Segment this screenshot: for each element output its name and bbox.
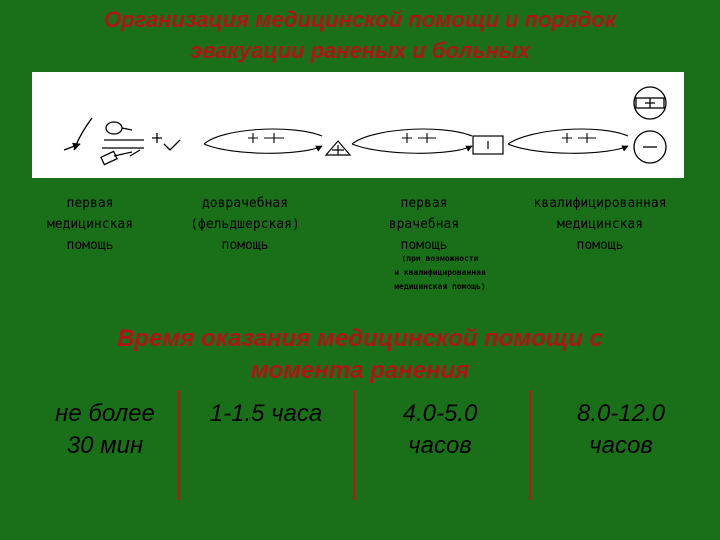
hospital-symbols — [633, 86, 667, 164]
triangle-cross — [332, 145, 344, 155]
stage-qualified-aid: квалифицированная медицинская помощь — [510, 193, 690, 256]
stage-line-3: помощь — [66, 238, 114, 253]
evacuation-diagram-svg — [63, 86, 667, 166]
time-first-doctor-aid: 4.0-5.0 часов — [370, 398, 510, 462]
stage-line-3: помощь — [221, 238, 269, 253]
time-line-2: часов — [408, 432, 472, 459]
route-2-cross-marks — [402, 133, 436, 143]
stage-line-3: помощь — [400, 238, 448, 253]
stage-line-1: первая — [400, 196, 448, 211]
divider-line-3 — [529, 390, 531, 500]
time-heading-line-2: момента ранения — [250, 357, 470, 384]
route-1-cross-marks — [248, 133, 284, 143]
divider-line-1 — [178, 390, 180, 500]
feldsher-post-symbol — [324, 140, 352, 156]
divider-line-2 — [353, 390, 355, 500]
cross-mark — [152, 133, 162, 143]
time-line-1: 1-1.5 часа — [209, 400, 323, 427]
route-3-upper-curve — [507, 128, 629, 145]
stage-line-2: медицинская — [556, 217, 644, 232]
wounded-arm — [121, 127, 133, 131]
circle-cross-icon — [633, 86, 667, 120]
time-line-1: 4.0-5.0 — [402, 400, 478, 427]
note-line-3: медицинская помощь) — [394, 282, 486, 291]
stage-first-aid: первая медицинская помощь — [24, 193, 156, 256]
wounded-head — [105, 121, 123, 135]
evacuation-diagram — [32, 72, 684, 178]
bandage-pack — [100, 150, 118, 166]
stage-line-2: врачебная — [388, 217, 460, 232]
stage-note: (при возможности и квалифицированная мед… — [356, 252, 524, 294]
time-heading-line-1: Время оказания медицинской помощи с — [117, 325, 603, 352]
time-line-1: 8.0-12.0 — [576, 400, 666, 427]
time-line-2: 30 мин — [66, 432, 144, 459]
route-3-lower-curve — [507, 143, 629, 154]
route-1-upper-curve — [203, 128, 323, 145]
stage-line-1: квалифицированная — [533, 196, 667, 211]
stage-first-doctor-aid: первая врачебная помощь — [362, 193, 486, 256]
page-title: Организация медицинской помощи и порядок… — [0, 4, 720, 66]
check-mark — [163, 139, 181, 151]
evacuation-route-2 — [351, 128, 473, 154]
scene-arrow-left — [63, 142, 81, 151]
time-line-2: часов — [589, 432, 653, 459]
doctor-post-symbol — [472, 135, 504, 155]
time-first-aid: не более 30 мин — [38, 398, 172, 462]
time-heading: Время оказания медицинской помощи с моме… — [0, 323, 720, 387]
bandage-line — [113, 151, 133, 157]
route-2-upper-curve — [351, 128, 473, 145]
note-line-2: и квалифицированная — [394, 268, 486, 277]
title-line-2: эвакуации раненых и больных — [190, 38, 530, 63]
circle-cross-mark — [645, 98, 655, 108]
stage-line-3: помощь — [576, 238, 624, 253]
title-line-1: Организация медицинской помощи и порядок — [104, 7, 616, 32]
stage-line-1: доврачебная — [201, 196, 289, 211]
route-1-lower-curve — [203, 143, 323, 154]
route-3-cross-marks — [562, 133, 596, 143]
stage-prehospital-aid: доврачебная (фельдшерская) помощь — [170, 193, 320, 256]
time-prehospital-aid: 1-1.5 часа — [186, 398, 346, 430]
time-line-1: не более — [55, 400, 155, 427]
evacuation-route-3 — [507, 128, 629, 154]
circle-minus-icon — [633, 130, 667, 164]
note-line-1: (при возможности — [401, 254, 479, 263]
stage-line-1: первая — [66, 196, 114, 211]
battlefield-scene — [63, 117, 181, 166]
evacuation-route-1 — [203, 128, 323, 154]
tool-line — [129, 149, 141, 157]
time-qualified-aid: 8.0-12.0 часов — [548, 398, 694, 462]
stage-line-2: медицинская — [46, 217, 134, 232]
route-2-lower-curve — [351, 143, 473, 154]
stage-line-2: (фельдшерская) — [190, 217, 300, 232]
square-icon — [472, 135, 504, 155]
